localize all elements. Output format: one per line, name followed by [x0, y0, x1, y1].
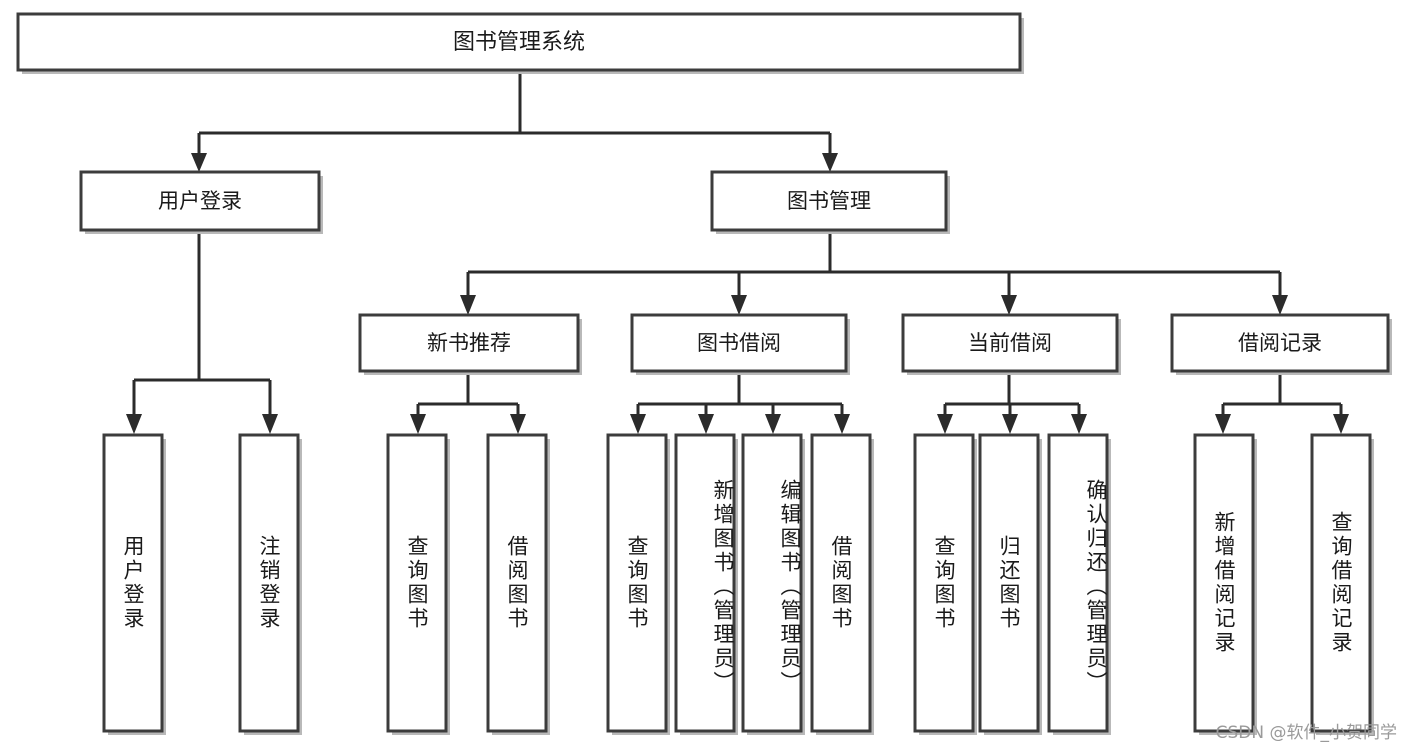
arrow-head-book-borrow	[731, 295, 747, 315]
leaf-edit-book-box[interactable]	[741, 433, 803, 733]
node-current-borrow[interactable]: 当前借阅	[901, 313, 1121, 375]
connector-layer	[126, 70, 1349, 434]
leaf-box-layer	[102, 433, 1374, 735]
leaf-confirm-return-box[interactable]	[1047, 433, 1109, 733]
node-borrow-record-box[interactable]	[1170, 313, 1390, 373]
node-new-book-recommend-box[interactable]	[358, 313, 580, 373]
arrow-head-new-book-recommend	[460, 295, 476, 315]
leaf-query-record-box[interactable]	[1310, 433, 1372, 733]
arrow-head-leaf-edit-book	[765, 414, 781, 434]
arrow-head-leaf-borrow-book-2	[834, 414, 850, 434]
arrow-head-leaf-add-book	[698, 414, 714, 434]
node-user-login-label: 用户登录	[158, 189, 242, 213]
arrow-head-leaf-query-book-2	[630, 414, 646, 434]
node-book-borrow[interactable]: 图书借阅	[630, 313, 850, 375]
leaf-borrow-book-2-box[interactable]	[810, 433, 872, 733]
leaf-borrow-book-1-box[interactable]	[486, 433, 548, 733]
node-borrow-record-label: 借阅记录	[1238, 331, 1322, 355]
node-user-login[interactable]: 用户登录	[79, 170, 323, 234]
node-root[interactable]: 图书管理系统	[16, 12, 1024, 74]
node-user-login-box[interactable]	[79, 170, 321, 232]
leaf-query-book-1-box[interactable]	[386, 433, 448, 733]
node-book-management[interactable]: 图书管理	[710, 170, 950, 234]
arrow-head-borrow-record	[1272, 295, 1288, 315]
arrow-head-leaf-add-record	[1215, 414, 1231, 434]
node-book-management-box[interactable]	[710, 170, 948, 232]
arrow-head-current-borrow	[1001, 295, 1017, 315]
arrow-head-leaf-user-login	[126, 414, 142, 434]
arrow-head-user-login	[191, 153, 207, 172]
node-current-borrow-label: 当前借阅	[968, 331, 1052, 355]
node-borrow-record[interactable]: 借阅记录	[1170, 313, 1392, 375]
leaf-add-book-box[interactable]	[674, 433, 736, 733]
leaf-add-record-box[interactable]	[1193, 433, 1255, 733]
arrow-head-leaf-borrow-book-1	[510, 414, 526, 434]
arrow-head-leaf-query-book-3	[937, 414, 953, 434]
leaf-query-book-3-box[interactable]	[913, 433, 975, 733]
node-new-book-recommend-label: 新书推荐	[427, 331, 511, 355]
node-root-box[interactable]	[16, 12, 1022, 72]
arrow-head-book-management	[822, 153, 838, 172]
csdn-watermark: CSDN @软件_小贺同学	[1215, 723, 1397, 743]
node-root-label: 图书管理系统	[453, 30, 585, 55]
arrow-head-leaf-query-record	[1333, 414, 1349, 434]
arrow-head-leaf-logout-login	[262, 414, 278, 434]
arrow-head-leaf-confirm-return	[1071, 414, 1087, 434]
node-book-borrow-box[interactable]	[630, 313, 848, 373]
arrow-head-leaf-return-book	[1002, 414, 1018, 434]
node-book-borrow-label: 图书借阅	[697, 331, 781, 355]
arrow-head-leaf-query-book-1	[410, 414, 426, 434]
leaf-user-login-box[interactable]	[102, 433, 164, 733]
node-new-book-recommend[interactable]: 新书推荐	[358, 313, 582, 375]
leaf-return-book-box[interactable]	[978, 433, 1040, 733]
leaf-query-book-2-box[interactable]	[606, 433, 668, 733]
node-book-management-label: 图书管理	[787, 189, 871, 213]
leaf-logout-login-box[interactable]	[238, 433, 300, 733]
node-current-borrow-box[interactable]	[901, 313, 1119, 373]
